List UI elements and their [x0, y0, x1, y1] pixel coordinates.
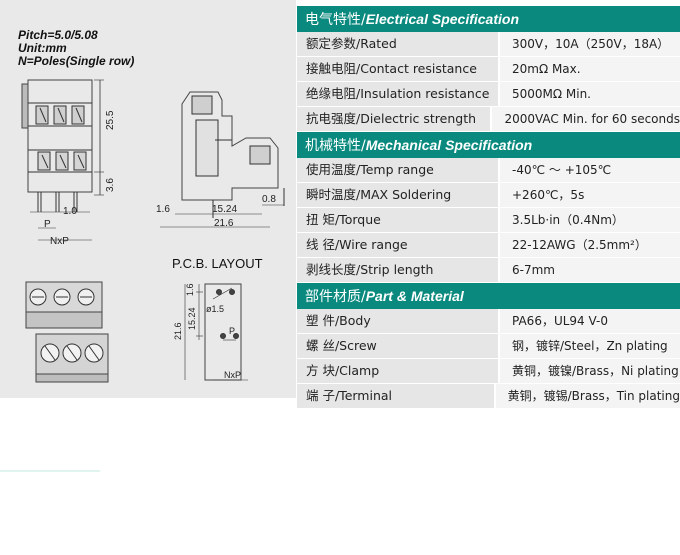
drawing-svg: 25.5 3.6 1.0 P NxP 1.6 15.24 21.6 0.8	[21, 79, 285, 383]
pitch-spec: Pitch=5.0/5.08	[18, 28, 98, 42]
spec-label: 塑 件/Body	[297, 309, 498, 333]
spec-label: 绝缘电阻/Insulation resistance	[297, 82, 498, 106]
spec-label: 端 子/Terminal	[297, 384, 494, 408]
dim-15-24-side: 15.24	[212, 204, 237, 215]
technical-drawing-panel: Pitch=5.0/5.08 Unit:mm N=Poles(Single ro…	[0, 0, 296, 398]
spec-label: 瞬时温度/MAX Soldering	[297, 183, 498, 207]
spec-value: 黄铜，镀镍/Brass，Ni plating	[500, 359, 680, 383]
spec-table: 电气特性/Electrical Specification 额定参数/Rated…	[297, 6, 680, 409]
spec-label: 方 块/Clamp	[297, 359, 498, 383]
spec-label: 线 径/Wire range	[297, 233, 498, 257]
spec-value: 3.5Lb·in（0.4Nm）	[500, 208, 680, 232]
spec-value: 6-7mm	[500, 258, 680, 282]
pcb-dim-21-6: 21.6	[173, 322, 183, 340]
section-header-material: 部件材质/Part & Material	[297, 283, 680, 309]
dim-0-8: 0.8	[262, 194, 276, 205]
dim-3-6: 3.6	[105, 178, 116, 192]
spec-label: 剥线长度/Strip length	[297, 258, 498, 282]
spec-value: 2000VAC Min. for 60 seconds	[492, 107, 680, 131]
dim-1-0: 1.0	[63, 206, 77, 217]
spec-value: 黄铜，镀锡/Brass，Tin plating	[495, 384, 680, 408]
front-view-drawing	[21, 79, 104, 241]
isometric-view-drawing	[25, 281, 109, 383]
decorative-divider	[0, 470, 100, 472]
spec-value: PA66，UL94 V-0	[500, 309, 680, 333]
dim-p: P	[44, 219, 51, 230]
dim-nxp: NxP	[50, 236, 69, 247]
spec-value: 钢，镀锌/Steel，Zn plating	[500, 334, 680, 358]
pcb-layout-drawing	[184, 283, 248, 381]
pcb-layout-title: P.C.B. LAYOUT	[172, 256, 263, 271]
pcb-dim-1-6: 1.6	[185, 283, 195, 296]
spec-row: 瞬时温度/MAX Soldering+260℃，5s	[297, 183, 680, 208]
spec-value: 300V，10A（250V，18A）	[500, 32, 680, 56]
spec-label: 抗电强度/Dielectric strength	[297, 107, 491, 131]
unit-spec: Unit:mm	[18, 41, 67, 55]
spec-value: 20mΩ Max.	[500, 57, 680, 81]
section-header-electrical: 电气特性/Electrical Specification	[297, 6, 680, 32]
spec-label: 接触电阻/Contact resistance	[297, 57, 498, 81]
spec-value: 22-12AWG（2.5mm²）	[500, 233, 680, 257]
spec-label: 额定参数/Rated	[297, 32, 498, 56]
dim-25-5: 25.5	[105, 110, 116, 130]
pcb-dim-nxp: NxP	[224, 370, 241, 380]
side-view-drawing	[160, 91, 285, 228]
spec-value: +260℃，5s	[500, 183, 680, 207]
spec-label: 使用温度/Temp range	[297, 158, 498, 182]
poles-spec: N=Poles(Single row)	[18, 54, 135, 68]
dim-1-6-side: 1.6	[156, 204, 170, 215]
spec-label: 螺 丝/Screw	[297, 334, 498, 358]
section-header-mechanical: 机械特性/Mechanical Specification	[297, 132, 680, 158]
spec-value: -40℃ ～ +105℃	[500, 158, 680, 182]
pcb-dim-p: P	[229, 326, 235, 336]
pcb-dim-15-24: 15.24	[187, 307, 197, 330]
pcb-hole-diameter: ø1.5	[206, 304, 224, 314]
spec-label: 扭 矩/Torque	[297, 208, 498, 232]
dim-21-6-side: 21.6	[214, 218, 234, 229]
spec-row: 使用温度/Temp range-40℃ ～ +105℃	[297, 158, 680, 183]
spec-value: 5000MΩ Min.	[500, 82, 680, 106]
